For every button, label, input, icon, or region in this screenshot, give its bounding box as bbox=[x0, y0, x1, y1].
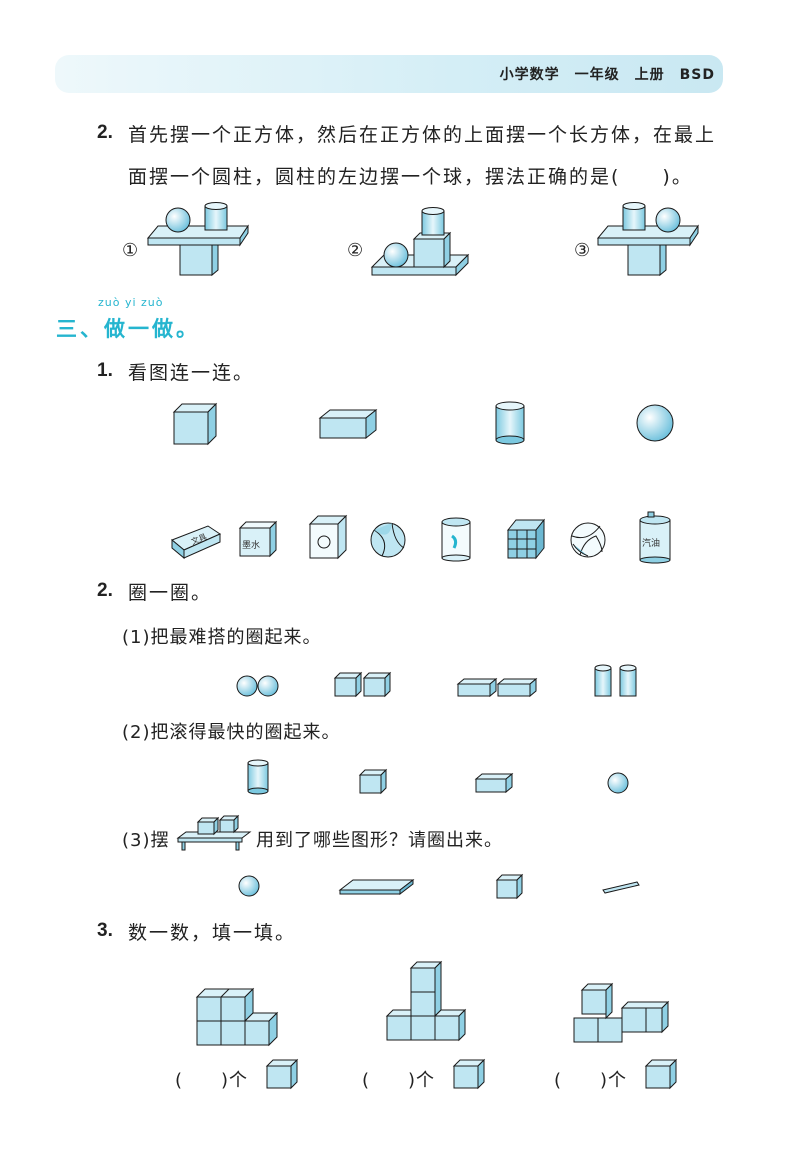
part-3-text-b: 用到了哪些图形？请圈出来。 bbox=[256, 830, 503, 851]
subquestion-3-number: 3. bbox=[97, 920, 113, 941]
unit-cube-icon-1 bbox=[265, 1058, 299, 1090]
part-3-shapes bbox=[238, 873, 640, 900]
part-2-text: (2)把滚得最快的圈起来。 bbox=[122, 722, 341, 743]
subquestion-1-number: 1. bbox=[97, 360, 113, 381]
option-1-figure bbox=[146, 202, 249, 277]
unit-cube-icon-2 bbox=[452, 1058, 486, 1090]
blank-2[interactable]: ( )个 bbox=[362, 1070, 436, 1091]
section-title: 三、做一做。 bbox=[56, 317, 200, 341]
option-3-figure bbox=[596, 202, 699, 277]
shape-row bbox=[172, 401, 674, 446]
part-1-shapes bbox=[236, 664, 637, 698]
cube-stack-3 bbox=[573, 982, 670, 1043]
cube-shape bbox=[172, 402, 218, 446]
unit-cube-icon-3 bbox=[644, 1058, 678, 1090]
blank-1[interactable]: ( )个 bbox=[175, 1070, 249, 1091]
ink-box-label: 墨水 bbox=[242, 539, 260, 551]
sphere-shape bbox=[636, 404, 674, 442]
oil-can-label: 汽油 bbox=[642, 537, 660, 549]
subquestion-1-text: 看图连一连。 bbox=[128, 362, 255, 384]
object-row: 文具 墨水 bbox=[171, 511, 671, 564]
subquestion-2-number: 2. bbox=[97, 580, 113, 601]
section-pinyin: zuò yi zuò bbox=[98, 296, 164, 309]
subquestion-2-text: 圈一圈。 bbox=[128, 582, 213, 604]
question-text-line2: 面摆一个圆柱，圆柱的左边摆一个球，摆法正确的是( )。 bbox=[128, 166, 693, 188]
cylinder-shape bbox=[495, 401, 525, 445]
table-figure bbox=[176, 814, 252, 851]
option-2-label[interactable]: ② bbox=[347, 240, 364, 261]
option-2-figure bbox=[370, 207, 470, 277]
part-1-text: (1)把最难搭的圈起来。 bbox=[122, 627, 322, 648]
header-title: 小学数学 一年级 上册 BSD bbox=[499, 67, 715, 83]
part-2-shapes bbox=[247, 759, 629, 795]
cube-stack-1 bbox=[195, 987, 279, 1047]
header-band bbox=[55, 55, 723, 93]
cuboid-shape bbox=[318, 408, 378, 440]
option-3-label[interactable]: ③ bbox=[574, 240, 591, 261]
question-text-line1: 首先摆一个正方体，然后在正方体的上面摆一个长方体，在最上 bbox=[128, 124, 717, 146]
blank-3[interactable]: ( )个 bbox=[554, 1070, 628, 1091]
cube-stack-2 bbox=[385, 960, 467, 1042]
part-3-text-a: (3)摆 bbox=[122, 830, 170, 851]
question-number: 2. bbox=[97, 122, 113, 143]
subquestion-3-text: 数一数，填一填。 bbox=[128, 922, 297, 944]
option-1-label[interactable]: ① bbox=[122, 240, 139, 261]
